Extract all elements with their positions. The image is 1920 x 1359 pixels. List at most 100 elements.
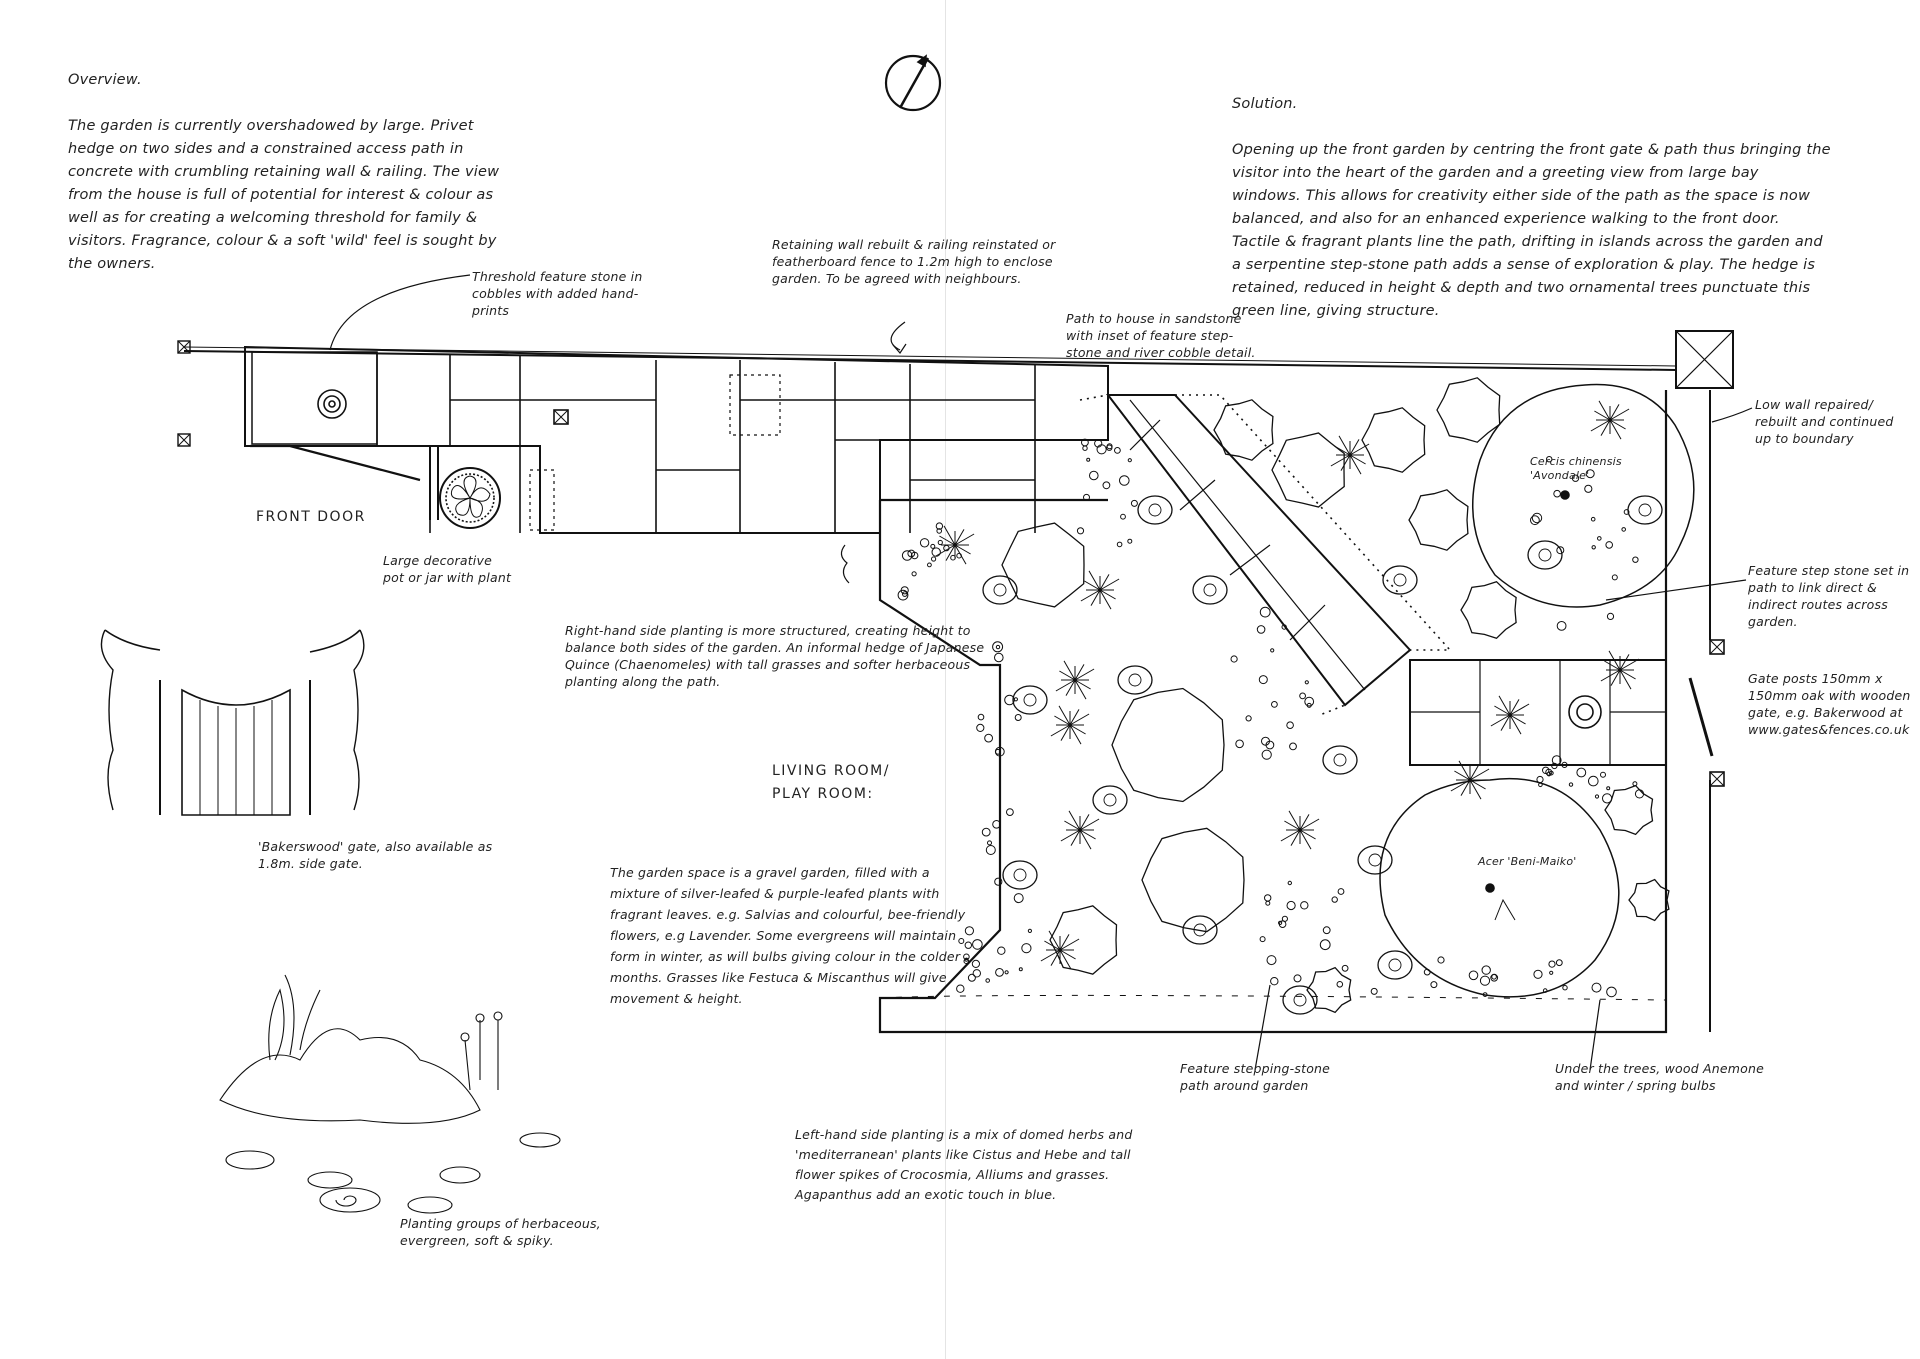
gravel-pebble: [907, 549, 916, 558]
shrub: [1213, 399, 1274, 461]
gravel-pebble: [1548, 960, 1556, 968]
gravel-pebble: [1013, 893, 1024, 904]
spiky-plant: [1330, 435, 1370, 475]
overview-note: Overview. The garden is currently oversh…: [68, 46, 513, 276]
gravel-pebble: [1553, 489, 1561, 498]
gravel-pebble: [1102, 481, 1111, 490]
stone-spiral: [1203, 583, 1217, 597]
gravel-pebble: [1538, 782, 1543, 788]
stepping-stone-path-note: Feature stepping-stone path around garde…: [1180, 1061, 1331, 1093]
gravel-pebble: [992, 641, 1004, 653]
gravel-pebble: [1106, 444, 1113, 451]
gravel-pebble: [1089, 470, 1099, 481]
gravel-pebble: [1319, 939, 1331, 951]
front-door-step: [250, 444, 439, 520]
gravel-pebble: [1322, 926, 1331, 935]
gravel-pebble: [1270, 648, 1275, 653]
gravel-pebble: [1014, 714, 1022, 721]
gate-post-square: [1675, 330, 1734, 389]
gravel-pebble: [1606, 612, 1615, 621]
gravel-pebble: [995, 644, 1001, 650]
gravel-pebble: [1230, 655, 1238, 663]
gravel-pebble: [1300, 901, 1309, 910]
gravel-pebble: [1261, 736, 1270, 746]
gravel-pebble: [1331, 896, 1338, 903]
gravel-pebble: [1281, 624, 1287, 630]
gravel-pebble: [995, 748, 1001, 755]
decorative-pot-note: Large decorative pot or jar with plant: [383, 553, 512, 585]
gravel-pebble: [1468, 970, 1479, 981]
living-room-label: LIVING ROOM/ PLAY ROOM:: [772, 763, 890, 802]
gravel-pebble: [927, 562, 932, 568]
gravel-pebble: [971, 959, 981, 969]
spiky-plant: [1040, 930, 1080, 970]
under-trees-note: Under the trees, wood Anemone and winter…: [1555, 1061, 1765, 1093]
gravel-pebble: [1082, 445, 1088, 451]
gravel-pebble: [985, 845, 996, 855]
gravel-pebble: [1304, 696, 1315, 707]
gravel-pebble: [1479, 975, 1491, 986]
solution-title: Solution.: [1232, 96, 1298, 112]
gravel-pebble: [1481, 965, 1491, 975]
leader-lines: [329, 274, 1753, 1071]
stepping-stones: [982, 495, 1663, 1015]
gravel-pebble: [1021, 943, 1032, 954]
gravel-pebble: [1437, 956, 1445, 964]
stone-spiral: [1013, 868, 1027, 882]
shrub: [1604, 784, 1654, 836]
stepping-stone: [1117, 665, 1153, 695]
gate-elevation-sketch: [100, 629, 365, 816]
gravel-pebble: [902, 591, 908, 597]
gravel-pebble: [958, 938, 965, 944]
gravel-pebble: [995, 968, 1004, 977]
gravel-pebble: [1561, 761, 1568, 769]
stepping-stone: [1357, 845, 1393, 875]
gravel-pebble: [1430, 981, 1438, 989]
stone-spiral: [1333, 753, 1347, 767]
gravel-pebble: [977, 713, 985, 721]
gravel-pebble: [1116, 541, 1123, 548]
gravel-pebble: [1258, 675, 1268, 685]
gravel-pebble: [919, 538, 930, 548]
gravel-pebble: [981, 827, 991, 837]
gravel-pebble: [1299, 692, 1306, 700]
shrub: [1111, 687, 1225, 803]
tree-acer: [1379, 777, 1620, 998]
gravel-pebble: [1266, 955, 1277, 966]
gravel-pebble: [1623, 509, 1630, 515]
gravel-pebble: [987, 840, 992, 846]
gravel-pebble: [1264, 894, 1272, 902]
gravel-pebble: [1597, 536, 1602, 541]
threshold-feature-stone: [317, 389, 347, 419]
gravel-pebble: [1270, 977, 1279, 986]
spiky-plant: [1060, 810, 1100, 850]
stone-spiral: [1023, 693, 1037, 707]
gravel-pebble: [963, 953, 970, 961]
gravel-pebble: [935, 522, 944, 530]
gravel-pebble: [1281, 915, 1289, 922]
stepping-stone: [1377, 950, 1413, 980]
gravel-pebble: [1130, 499, 1138, 507]
sandstone-path: [244, 345, 1109, 534]
retaining-wall-note: Retaining wall rebuilt & railing reinsta…: [772, 237, 1056, 286]
gravel-pebble: [1594, 794, 1600, 799]
shrub: [1628, 878, 1670, 922]
gravel-pebble: [1602, 793, 1613, 804]
stepping-stone: [1002, 860, 1038, 890]
spiky-plant: [1590, 400, 1630, 440]
stone-spiral: [1538, 548, 1552, 562]
gravel-pebble: [1293, 974, 1302, 983]
gravel-pebble: [1337, 888, 1345, 895]
gravel-pebble: [1621, 527, 1626, 532]
gravel-pebble: [1336, 981, 1344, 988]
spiky-plant: [1600, 650, 1640, 690]
gravel-pebble: [1235, 739, 1244, 749]
boundary-railing: [177, 340, 1677, 447]
gravel-pebble: [1606, 786, 1611, 791]
stepping-stone: [1282, 985, 1318, 1015]
stone-spiral: [1293, 993, 1307, 1007]
gravel-pebble: [1533, 969, 1543, 979]
feature-step-stone-note: Feature step stone set in path to link d…: [1748, 563, 1910, 629]
gravel-pebble: [943, 544, 950, 552]
gravel-pebble: [1600, 771, 1606, 778]
